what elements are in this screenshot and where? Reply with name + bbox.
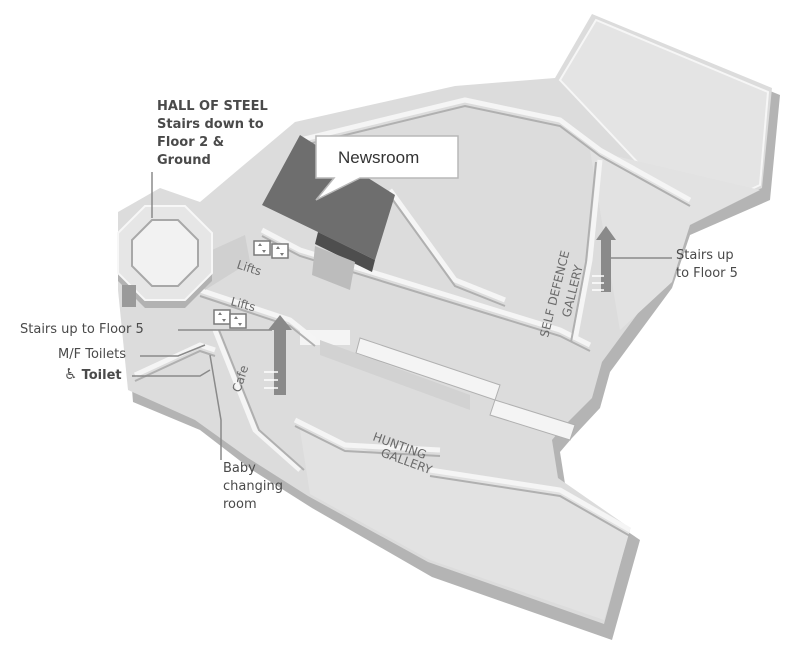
wall-ridge (218, 329, 305, 471)
wall-ridge (572, 159, 603, 341)
right-wing-block (590, 150, 760, 330)
lift-icon (271, 243, 289, 259)
wall-ridge (134, 349, 216, 382)
mf-toilets-label: M/F Toilets (58, 347, 126, 362)
wall-ridge (429, 475, 631, 537)
wall-ridge (293, 417, 441, 453)
wall-ridge (570, 161, 597, 343)
wall-ridge (429, 467, 632, 533)
hall-of-steel-well (131, 219, 199, 287)
stairs-down-line3: Ground (157, 153, 211, 168)
wall-ridge (387, 188, 506, 303)
stairs-up-right-line1: Stairs up (676, 248, 734, 263)
wall-ridge (199, 287, 317, 342)
wall-ridge (294, 425, 441, 457)
stairs-down-line2: Floor 2 & (157, 135, 225, 150)
lift-icon (253, 240, 271, 256)
leader-toilet (132, 369, 211, 377)
wall-ridge (299, 104, 691, 207)
wall-ridge (212, 329, 302, 472)
wall-ridge (299, 97, 692, 203)
wall-ridge (199, 295, 316, 347)
toilet-label: ♿ Toilet (64, 366, 122, 384)
leader-baby-changing (209, 354, 222, 460)
stairs-down-line1: Stairs down to (157, 117, 264, 132)
baby-changing-line2: changing (223, 479, 283, 494)
corridor-bar (320, 340, 470, 410)
lifts-label-bottom: Lifts (229, 294, 257, 314)
corridor-bar (300, 330, 350, 345)
stairs-down-marker (122, 285, 136, 307)
baby-changing-line3: room (223, 497, 257, 512)
lift-icon (229, 313, 247, 329)
corridor-bar (489, 399, 576, 441)
leader-lines (132, 172, 672, 460)
newsroom-callout-label: Newsroom (338, 148, 419, 167)
leader-mf-toilets (140, 344, 206, 357)
arrow-up-icon (592, 226, 616, 292)
arrow-up-icon (264, 315, 292, 395)
adjacent-room (312, 246, 355, 290)
lower-wing (300, 430, 630, 620)
lift-icon (213, 309, 231, 325)
toilet-label-text: Toilet (81, 368, 122, 383)
stairs-up-right-line2: to Floor 5 (676, 266, 738, 281)
newsroom-wall (315, 232, 375, 272)
stairs-up-left-label: Stairs up to Floor 5 (20, 322, 144, 337)
newsroom-callout: Newsroom (315, 135, 459, 201)
baby-changing-line1: Baby (223, 461, 256, 476)
wall-ridge (133, 342, 216, 378)
wheelchair-icon: ♿ (64, 365, 78, 383)
wall-ridge (389, 195, 506, 307)
hall-of-steel-title: HALL OF STEEL (157, 99, 268, 114)
newsroom-area (262, 135, 395, 260)
